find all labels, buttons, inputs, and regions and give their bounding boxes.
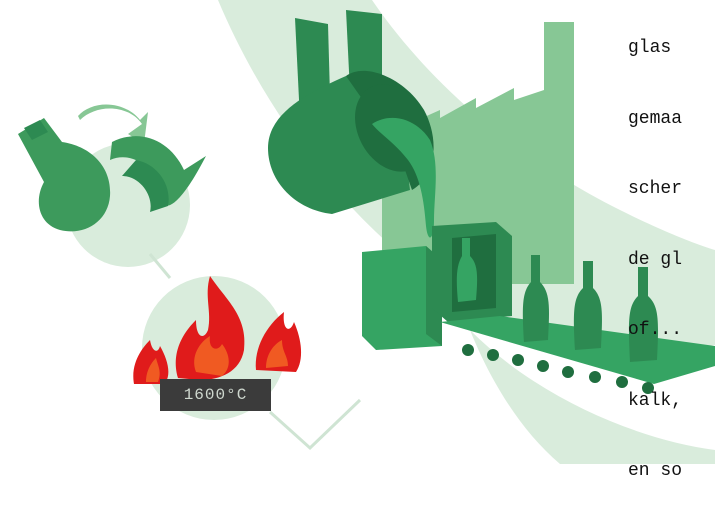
broken-bottle-icon — [18, 118, 110, 231]
temperature-label: 1600°C — [160, 379, 271, 411]
mold-block — [362, 246, 442, 350]
text-line: glas — [628, 37, 715, 61]
text-line: gemaa — [628, 108, 715, 132]
bottle-mold — [432, 222, 512, 322]
body-text: glas gemaa scher de gl of... kalk, en so — [628, 0, 715, 507]
text-line: of... — [628, 319, 715, 343]
text-line: de gl — [628, 249, 715, 273]
connector-line — [270, 400, 360, 448]
glass-production-illustration — [0, 0, 715, 464]
text-line: scher — [628, 178, 715, 202]
text-line: kalk, — [628, 390, 715, 414]
